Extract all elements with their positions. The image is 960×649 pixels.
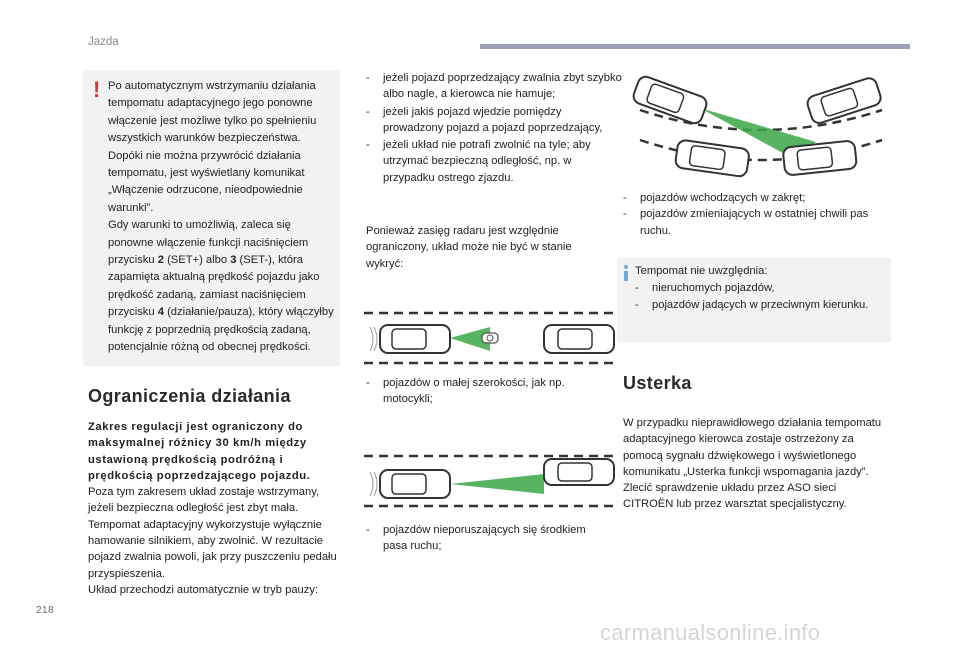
fault-text: W przypadku nieprawidłowego działania te…: [623, 415, 888, 513]
list-item: jeżeli jakiś pojazd wjedzie pomiędzy pro…: [366, 104, 622, 137]
info-icon: [624, 265, 628, 281]
list-item: pojazdów nieporuszających się środkiem p…: [366, 522, 606, 555]
fault-paragraph-1: W przypadku nieprawidłowego działania te…: [623, 417, 882, 478]
curve-illustration: [632, 75, 883, 178]
list-item: pojazdów wchodzących w zakręt;: [623, 190, 893, 207]
detect-list-3: pojazdów wchodzących w zakręt; pojazdów …: [623, 190, 893, 239]
header-bar: [480, 44, 910, 49]
list-item: nieruchomych pojazdów,: [635, 280, 885, 297]
fault-heading: Usterka: [623, 373, 692, 393]
info-title: Tempomat nie uwzględnia:: [635, 265, 768, 277]
fault-paragraph-2: Zlecić sprawdzenie układu przez ASO siec…: [623, 482, 847, 511]
page-number: 218: [36, 605, 55, 616]
list-item: pojazdów o małej szerokości, jak np. mot…: [366, 375, 606, 408]
info-box: Tempomat nie uwzględnia: nieruchomych po…: [617, 258, 891, 342]
warning-icon: !: [93, 77, 101, 102]
limits-paragraph-1: Poza tym zakresem układ zostaje wstrzyma…: [88, 486, 320, 515]
car-icon: [369, 324, 451, 354]
list-item: jeżeli układ nie potrafi zwolnić na tyle…: [366, 137, 622, 186]
car-icon: [782, 140, 858, 176]
limits-text: Zakres regulacji jest ograniczony do mak…: [88, 419, 343, 598]
car-icon: [674, 139, 750, 178]
detect-list-1: pojazdów o małej szerokości, jak np. mot…: [366, 375, 606, 408]
watermark: carmanualsonline.info: [600, 620, 821, 645]
radar-beam: [700, 108, 816, 158]
section-label: Jazda: [88, 36, 119, 48]
car-icon: [543, 458, 615, 486]
motorcycle-icon: [481, 332, 499, 344]
warning-text-3: Gdy warunki to umożliwią, zaleca się pon…: [108, 219, 334, 354]
car-icon: [632, 75, 708, 125]
list-item: jeżeli pojazd poprzedzający zwalnia zbyt…: [366, 70, 622, 103]
warning-text-1: Po automatycznym wstrzymaniu działania t…: [108, 80, 317, 145]
limits-heading: Ograniczenia działania: [88, 386, 291, 406]
list-item: pojazdów jadących w przeciwnym kierunku.: [635, 297, 885, 314]
limits-paragraph-2: Tempomat adaptacyjny wykorzystuje wyłącz…: [88, 518, 337, 580]
pause-conditions-list: jeżeli pojazd poprzedzający zwalnia zbyt…: [366, 70, 622, 187]
limits-intro: Zakres regulacji jest ograniczony do mak…: [88, 421, 311, 482]
radar-beam: [450, 474, 544, 494]
car-icon: [806, 77, 882, 124]
car-icon: [369, 469, 451, 499]
detect-list-2: pojazdów nieporuszających się środkiem p…: [366, 522, 606, 555]
radar-note: Ponieważ zasięg radaru jest względnie og…: [366, 225, 572, 270]
list-item: pojazdów zmieniających w ostatniej chwil…: [623, 206, 893, 239]
radar-beam: [450, 327, 490, 351]
car-icon: [543, 324, 615, 354]
motorcycle-illustration: [364, 311, 615, 365]
limits-paragraph-3: Układ przechodzi automatycznie w tryb pa…: [88, 583, 319, 596]
offset-vehicle-illustration: [364, 454, 615, 508]
warning-box: ! Po automatycznym wstrzymaniu działania…: [83, 70, 340, 366]
info-list: nieruchomych pojazdów, pojazdów jadących…: [635, 280, 885, 313]
warning-text-2: Dopóki nie można przywrócić działania te…: [108, 149, 305, 214]
